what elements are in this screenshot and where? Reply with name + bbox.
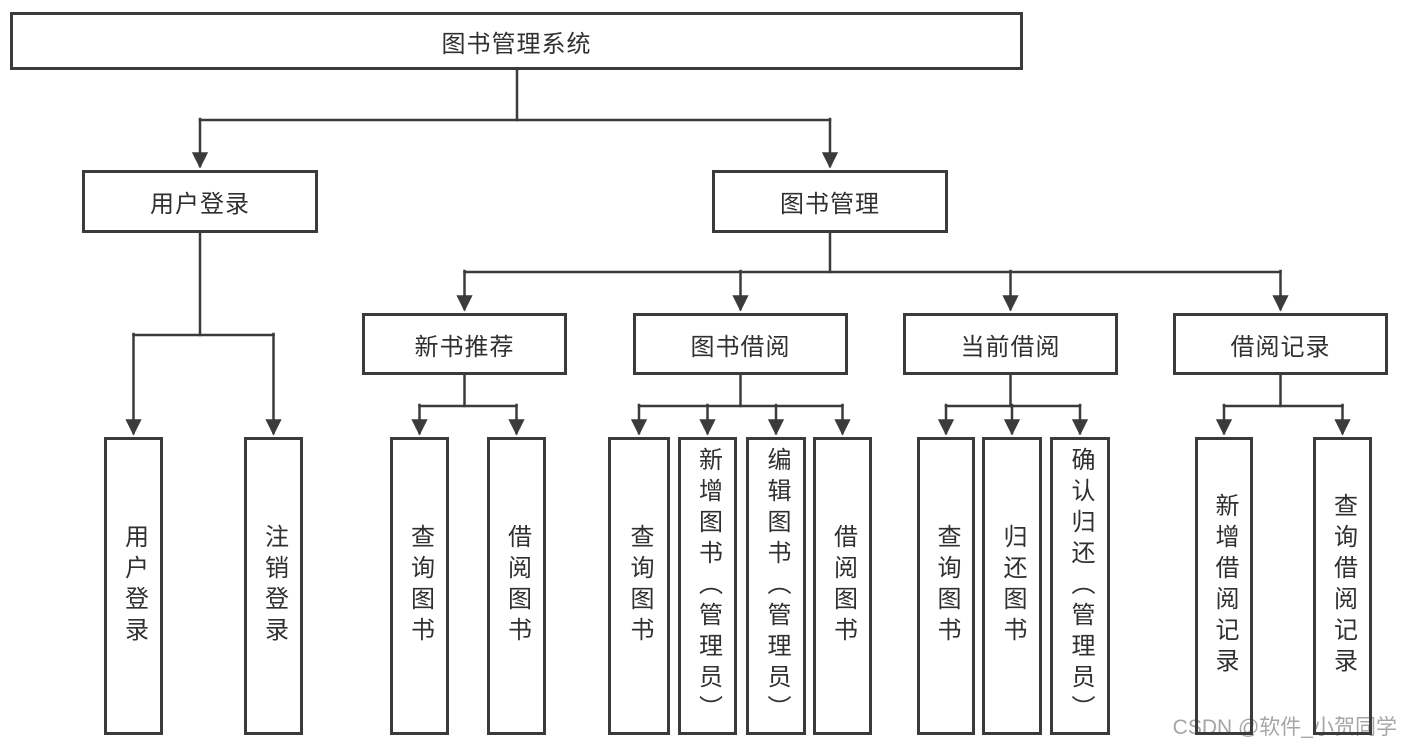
leaf-confirm-return-admin-label: 确认归还（管理员） [1067,446,1094,726]
leaf-query-books-borrow: 查询图书 [608,437,670,735]
node-current-borrowing: 当前借阅 [903,313,1118,375]
node-user-login: 用户登录 [82,170,318,233]
leaf-return-books-label: 归还图书 [999,524,1026,648]
node-book-borrowing: 图书借阅 [633,313,848,375]
leaf-borrow-books-recommend: 借阅图书 [487,437,546,735]
leaf-edit-book-admin-label: 编辑图书（管理员） [763,446,790,726]
leaf-borrow-books-borrow-label: 借阅图书 [829,524,857,648]
leaf-logout-label: 注销登录 [260,524,288,648]
leaf-user-login-label: 用户登录 [120,524,148,648]
leaf-logout: 注销登录 [244,437,303,735]
leaf-query-books-current-label: 查询图书 [933,524,960,648]
leaf-add-book-admin: 新增图书（管理员） [678,437,737,735]
leaf-query-books-recommend-label: 查询图书 [406,524,434,648]
leaf-confirm-return-admin: 确认归还（管理员） [1050,437,1110,735]
leaf-add-borrow-record: 新增借阅记录 [1195,437,1253,735]
leaf-add-book-admin-label: 新增图书（管理员） [694,446,722,726]
leaf-borrow-books-borrow: 借阅图书 [813,437,872,735]
leaf-query-books-current: 查询图书 [917,437,975,735]
leaf-borrow-books-recommend-label: 借阅图书 [503,524,531,648]
node-book-management: 图书管理 [712,170,948,233]
leaf-query-books-recommend: 查询图书 [390,437,449,735]
leaf-query-books-borrow-label: 查询图书 [626,524,653,648]
leaf-add-borrow-record-label: 新增借阅记录 [1211,493,1238,679]
leaf-user-login: 用户登录 [104,437,163,735]
leaf-query-borrow-record: 查询借阅记录 [1313,437,1372,735]
node-new-book-recommend: 新书推荐 [362,313,567,375]
leaf-return-books: 归还图书 [982,437,1042,735]
node-root: 图书管理系统 [10,12,1023,70]
leaf-edit-book-admin: 编辑图书（管理员） [746,437,806,735]
node-borrowing-records: 借阅记录 [1173,313,1388,375]
leaf-query-borrow-record-label: 查询借阅记录 [1329,493,1357,679]
